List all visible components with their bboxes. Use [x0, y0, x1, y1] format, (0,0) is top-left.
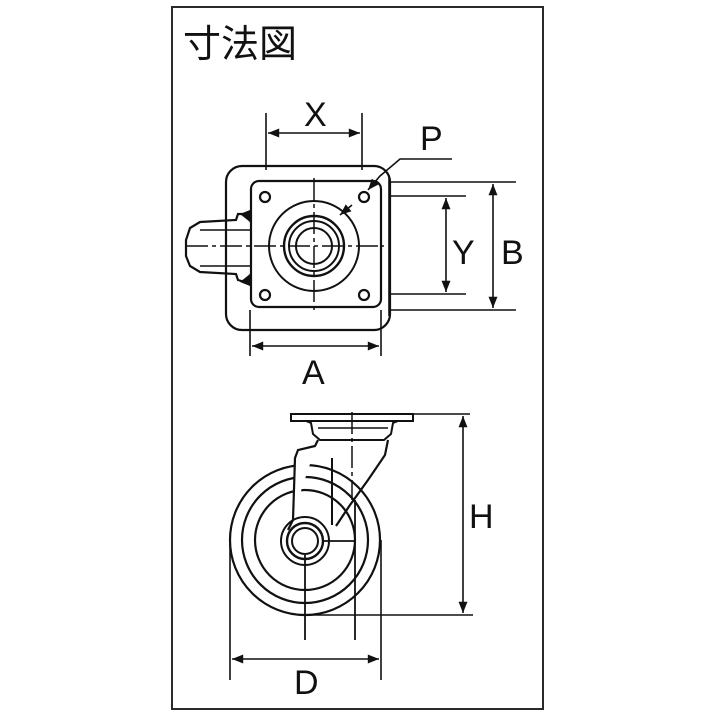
outer-plate-outline: [224, 164, 392, 332]
top-view: [184, 113, 516, 356]
label-p: P: [420, 120, 443, 158]
fork-right: [335, 439, 390, 527]
bolt-hole-tr: [357, 190, 371, 204]
label-x: X: [304, 96, 327, 134]
bolt-hole-br: [357, 288, 371, 302]
label-a: A: [302, 354, 325, 392]
drawing-title: 寸法図: [183, 22, 298, 66]
stem-tab: [184, 210, 252, 286]
label-b: B: [501, 234, 524, 272]
inner-plate: [249, 179, 383, 309]
label-y: Y: [452, 234, 475, 272]
bolt-hole-tl: [258, 190, 272, 204]
label-h: H: [469, 498, 494, 536]
side-view: [228, 412, 473, 680]
label-d: D: [294, 664, 319, 702]
bolt-hole-bl: [258, 288, 272, 302]
